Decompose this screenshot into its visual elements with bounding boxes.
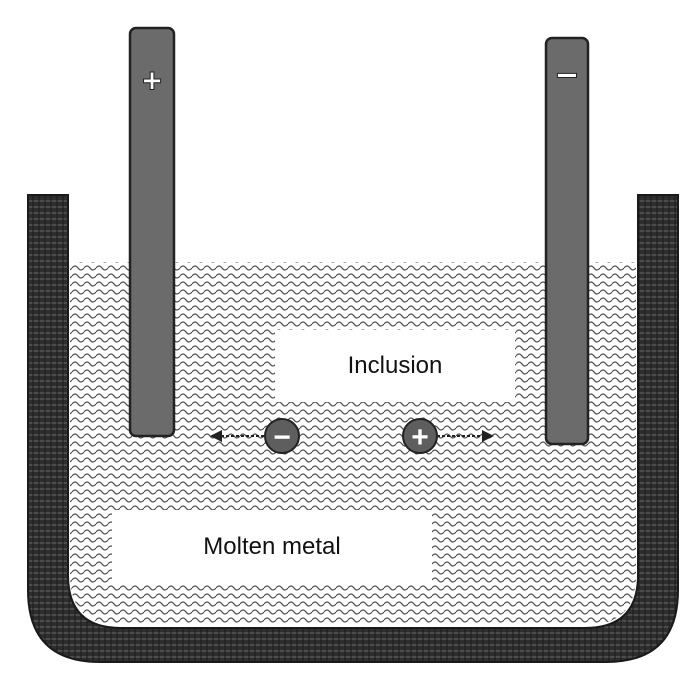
crucible-wall [27, 194, 679, 663]
molten-metal-label: Molten metal [203, 533, 341, 560]
anode-electrode: + [128, 26, 176, 438]
inclusion-label: Inclusion [347, 352, 443, 379]
left-arrow-icon [210, 430, 222, 442]
cathode-minus-sign: − [556, 55, 578, 97]
negative-particle-sign: − [273, 421, 291, 454]
inclusion-label-box: Inclusion [275, 330, 515, 402]
cathode-electrode: − [544, 36, 590, 446]
positive-particle: + [402, 418, 494, 454]
anode-plus-sign: + [142, 62, 162, 100]
negative-particle: − [210, 418, 300, 454]
right-arrow-icon [482, 430, 494, 442]
molten-metal-label-box: Molten metal [112, 510, 432, 584]
positive-particle-sign: + [411, 421, 429, 454]
